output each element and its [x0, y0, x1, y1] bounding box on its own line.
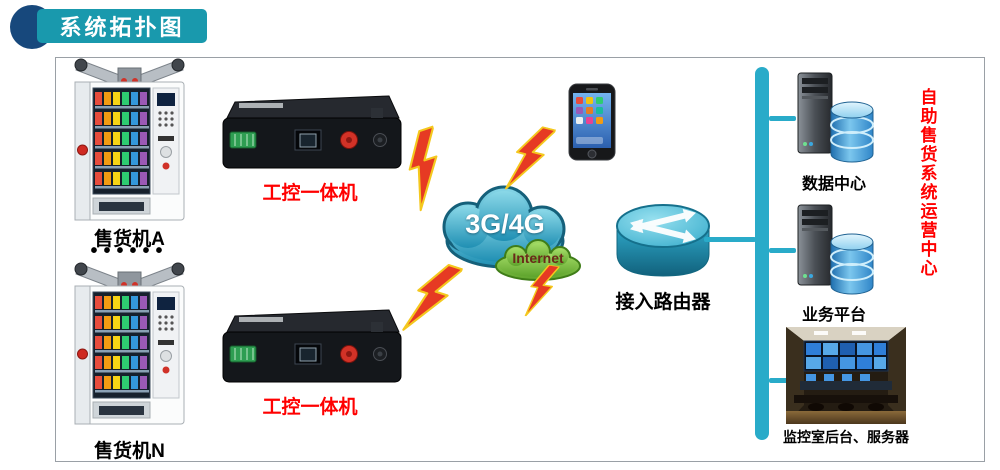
bar-to-business-line [769, 248, 796, 253]
vending-machine-n-icon [62, 262, 197, 435]
monitoring-room-image [785, 326, 907, 429]
lightning-bolt-internet-icon [522, 262, 560, 320]
page-title-banner: 系统拓扑图 [37, 9, 207, 43]
page-title: 系统拓扑图 [59, 15, 185, 40]
vending-machine-a-label: 售货机A [94, 229, 165, 250]
internet-label: Internet [512, 250, 564, 266]
lightning-bolt-phone-icon [502, 120, 556, 197]
bar-to-datacenter-line [769, 116, 796, 121]
vending-machine-a-icon [62, 58, 197, 231]
business-platform-server-icon [793, 202, 875, 305]
internet-cloud-icon: Internet [492, 239, 584, 281]
cloud-3g4g-label: 3G/4G [465, 209, 545, 239]
controller-top-icon [215, 90, 405, 183]
router-to-bar-line [704, 237, 756, 242]
lightning-bolt-bottom-icon [399, 255, 464, 342]
ellipsis-dots: •••••• [90, 240, 169, 262]
business-platform-label: 业务平台 [801, 307, 866, 324]
operation-center-vertical-label: 自助售货系统运营中心 [917, 88, 937, 278]
backbone-bar [755, 67, 769, 440]
smartphone-icon [563, 82, 621, 167]
controller-top-label: 工控一体机 [262, 183, 358, 204]
router-label: 接入路由器 [615, 292, 711, 313]
router-icon [613, 196, 713, 287]
vending-machine-n-label: 售货机N [94, 441, 165, 462]
data-center-label: 数据中心 [801, 176, 866, 193]
bar-to-monitoring-line [769, 378, 796, 383]
controller-bottom-label: 工控一体机 [262, 397, 358, 418]
lightning-bolt-top-icon [393, 125, 457, 212]
monitoring-room-label: 监控室后台、服务器 [783, 429, 909, 445]
controller-bottom-icon [215, 304, 405, 397]
data-center-server-icon [793, 70, 875, 173]
